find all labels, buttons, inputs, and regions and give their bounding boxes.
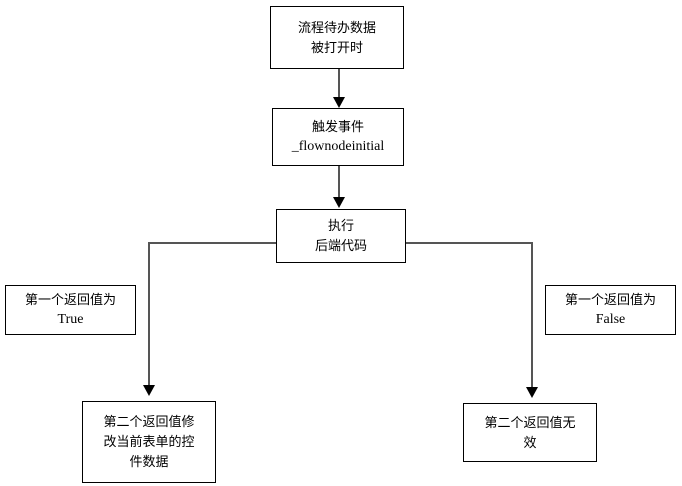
node-second-invalid-line-2: 效 [523, 434, 537, 450]
node-second-modify-line-2: 改当前表单的控 [103, 434, 195, 449]
connector-event-fire-to-exec-backend [338, 166, 340, 199]
node-trigger-open[interactable]: 流程待办数据 被打开时 [270, 6, 404, 69]
connector-exec-backend-right-branch-vertical [531, 242, 533, 389]
note-first-return-value-false[interactable]: 第一个返回值为 False [545, 285, 676, 335]
note-first-true-line-2: True [57, 312, 84, 327]
connector-exec-backend-right-branch-horizontal [404, 242, 533, 244]
node-second-modify-line-1: 第二个返回值修 [103, 414, 195, 429]
arrowhead-to-second-invalid [526, 387, 538, 398]
node-event-fire-line-2: _flownodeinitial [291, 139, 385, 154]
note-first-false-line-1: 第一个返回值为 [564, 292, 656, 307]
node-second-invalid-line-1: 第二个返回值无 [484, 414, 576, 430]
connector-exec-backend-left-branch-vertical [148, 242, 150, 387]
connector-exec-backend-left-branch-horizontal [148, 242, 278, 244]
node-trigger-open-line-1: 流程待办数据 [297, 19, 376, 35]
arrowhead-to-exec-backend [333, 197, 345, 208]
arrowhead-to-second-modify [143, 385, 155, 396]
node-second-modify-line-3: 件数据 [129, 454, 169, 469]
note-first-return-value-true[interactable]: 第一个返回值为 True [5, 285, 136, 335]
node-exec-backend-line-2: 后端代码 [314, 238, 367, 253]
node-exec-backend-line-1: 执行 [327, 218, 354, 233]
node-event-fire-line-1: 触发事件 [311, 119, 364, 134]
node-second-return-value-modifies-form[interactable]: 第二个返回值修 改当前表单的控 件数据 [82, 401, 216, 483]
node-second-return-value-invalid[interactable]: 第二个返回值无 效 [463, 403, 597, 462]
node-event-fire[interactable]: 触发事件 _flownodeinitial [272, 108, 404, 166]
connector-trigger-open-to-event-fire [338, 69, 340, 100]
note-first-false-line-2: False [595, 312, 626, 327]
node-trigger-open-line-2: 被打开时 [310, 39, 363, 55]
note-first-true-line-1: 第一个返回值为 [24, 292, 116, 307]
arrowhead-to-event-fire [333, 97, 345, 108]
node-exec-backend[interactable]: 执行 后端代码 [276, 209, 406, 263]
